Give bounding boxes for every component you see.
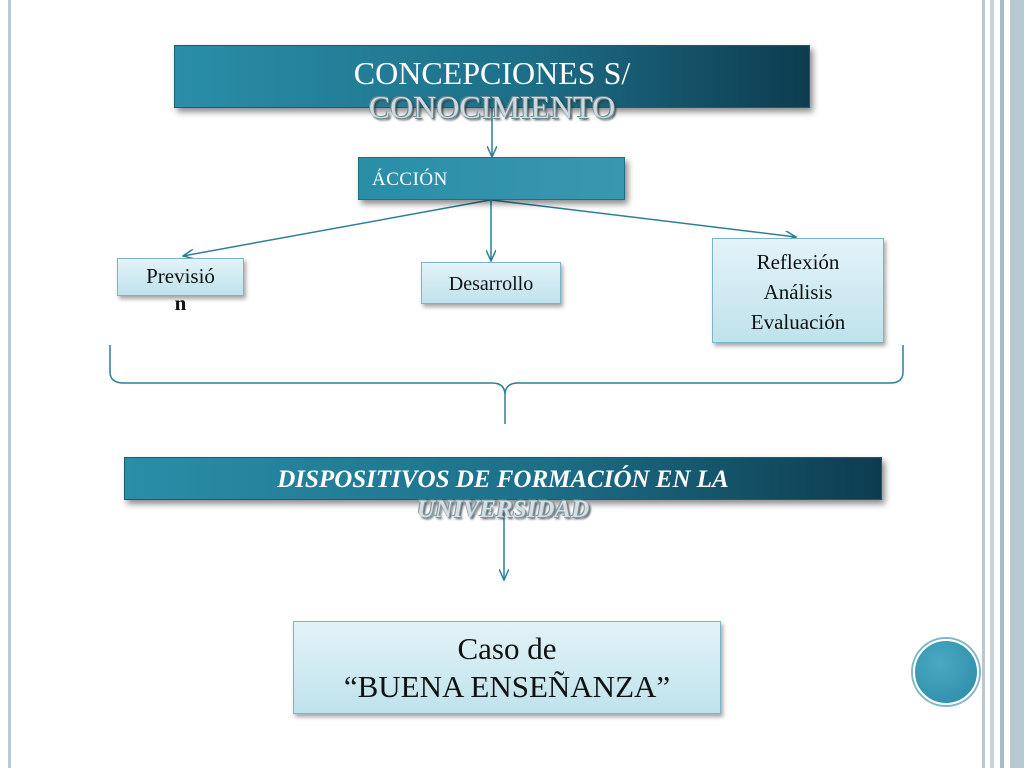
decorative-circle xyxy=(913,639,979,705)
case-line2: “BUENA ENSEÑANZA” xyxy=(343,669,671,704)
title-line2: CONOCIMIENTO xyxy=(368,89,616,125)
arrow-action-to-prevision xyxy=(183,199,491,256)
case-line1: Caso de xyxy=(457,631,557,666)
dispositivos-box: DISPOSITIVOS DE FORMACIÓN EN LA UNIVERSI… xyxy=(124,457,882,523)
desarrollo-box: Desarrollo xyxy=(421,262,561,304)
dispositivos-line1: DISPOSITIVOS DE FORMACIÓN EN LA xyxy=(277,466,729,493)
prevision-line2: n xyxy=(174,291,187,315)
prevision-box: Previsió n xyxy=(117,258,244,315)
evaluacion-label: Evaluación xyxy=(750,310,846,334)
arrow-action-to-reflexion xyxy=(491,199,796,237)
title-box: CONCEPCIONES S/ CONOCIMIENTO xyxy=(174,45,810,124)
right-frame-stripes xyxy=(978,0,1024,768)
desarrollo-label: Desarrollo xyxy=(448,273,534,295)
dispositivos-line2: UNIVERSIDAD xyxy=(416,496,590,523)
bracket-brace xyxy=(109,345,904,424)
analisis-label: Análisis xyxy=(763,280,833,304)
case-box: Caso de “BUENA ENSEÑANZA” xyxy=(293,621,721,714)
left-frame-line xyxy=(8,0,11,768)
action-box: ÁCCIÓN xyxy=(358,157,625,200)
reflexion-box: Reflexión Análisis Evaluación xyxy=(712,238,884,343)
action-label: ÁCCIÓN xyxy=(372,169,448,190)
reflexion-label: Reflexión xyxy=(756,250,840,274)
prevision-line1: Previsió xyxy=(146,264,215,288)
title-line1: CONCEPCIONES S/ xyxy=(353,55,631,91)
